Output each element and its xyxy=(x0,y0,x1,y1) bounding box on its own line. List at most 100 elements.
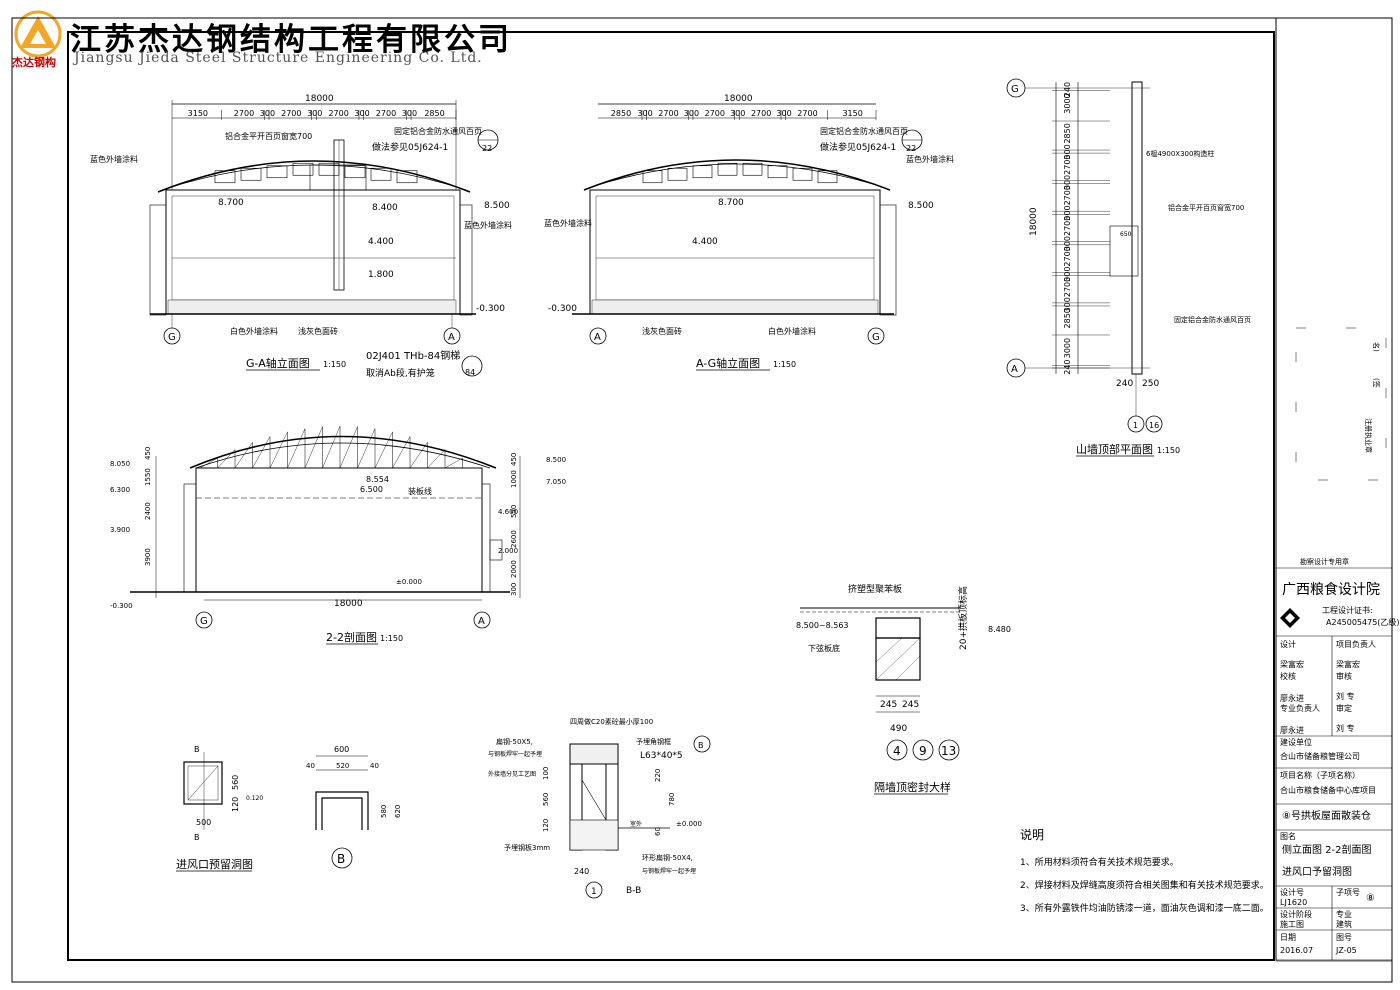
tb-no: JZ-05 xyxy=(1336,946,1357,955)
institute-logo-icon xyxy=(1280,608,1300,628)
section-dim-r-4: 2000 xyxy=(510,560,518,578)
seal-ref-2: 9 xyxy=(919,744,927,758)
section-dim-l-2: 2400 xyxy=(144,502,152,520)
tb-no-label: 图号 xyxy=(1336,933,1352,942)
bb-dl-1: 100 xyxy=(542,767,550,780)
section-axis-l: G xyxy=(200,616,208,627)
section-dim-r-5: 300 xyxy=(510,583,518,596)
elev2-axis-l: A xyxy=(594,332,601,343)
elev2-wall-blue: 蓝色外墙涂料 xyxy=(544,218,592,228)
bb-dr-1: 220 xyxy=(654,769,662,782)
gable-scale: 1:150 xyxy=(1157,446,1180,455)
section-dim-r-3: 2600 xyxy=(510,530,518,548)
elev2-ref-no: 22 xyxy=(906,144,916,153)
seal-dim-3: 490 xyxy=(890,724,907,734)
tb-r1a: 设计 xyxy=(1280,640,1296,649)
opening-title: 进风口预留洞图 xyxy=(176,858,253,871)
tb-spec: 建筑 xyxy=(1336,920,1352,929)
section-axis-r: A xyxy=(478,616,485,627)
detailb-d1: 40 xyxy=(306,762,315,770)
opening-b-top: B xyxy=(194,745,200,754)
elev1-level-6: -0.300 xyxy=(476,304,505,314)
section-dim-l-1: 1550 xyxy=(144,468,152,486)
gable-axis-b: A xyxy=(1011,364,1018,375)
gable-dim-15: 3000 xyxy=(1063,338,1072,358)
elev2-axis-r: G xyxy=(872,332,880,343)
tb-r2b: 梁富宏 xyxy=(1336,660,1360,669)
seal-bottom: 下弦板底 xyxy=(808,643,840,653)
elev2-level-3: 4.400 xyxy=(692,237,718,247)
seal-level-1: 8.500~8.563 xyxy=(796,621,849,630)
tb-cert-label: 工程设计证书: xyxy=(1322,606,1373,615)
elev1-wall-blue: 蓝色外墙涂料 xyxy=(90,154,138,164)
gable-total: 18000 xyxy=(1029,207,1039,236)
tb-name-2: 进风口予留洞图 xyxy=(1282,867,1352,878)
elev2-dim-8: 2700 xyxy=(797,109,817,118)
section-dim-r-2: 550 xyxy=(510,505,518,518)
company-name-cn: 江苏杰达钢结构工程有限公司 xyxy=(70,22,512,58)
opening-b-bot: B xyxy=(194,833,200,842)
opening-d-w: 500 xyxy=(196,818,211,827)
elev1-wall-blue2: 蓝色外墙涂料 xyxy=(464,220,512,230)
notes-item-2: 2、焊接材料及焊缝高度须符合相关图集和有关技术规范要求。 xyxy=(1020,881,1269,891)
section-title: 2-2剖面图 xyxy=(326,630,377,644)
section-level-r-3: 2.000 xyxy=(498,547,518,555)
section-level-r-1: 7.050 xyxy=(546,478,566,486)
gable-dim-6: 2700 xyxy=(1063,185,1072,205)
section-level-r-4: ±0.000 xyxy=(396,578,422,586)
tb-sub: ⑧号拱板屋面散装仓 xyxy=(1282,811,1371,822)
company-logo: 杰达钢构 xyxy=(8,8,68,69)
elev2-dim-7: 300 xyxy=(776,109,791,118)
bb-note-9: 与钢板焊牢一起予埋 xyxy=(642,867,696,875)
elev1-dim-9: 2850 xyxy=(424,109,444,118)
elev1-axis-l: G xyxy=(168,332,176,343)
gable-dim-11: 300 xyxy=(1063,267,1072,282)
elev1-ladder-note: 取消Ab段,有护笼 xyxy=(366,367,435,379)
elev2-level-4: -0.300 xyxy=(548,304,577,314)
opening-detail xyxy=(183,752,223,830)
elev2-dim-2: 2700 xyxy=(658,109,678,118)
tb-r5a: 专业负责人 xyxy=(1280,704,1320,713)
tb-r6a: 廖永进 xyxy=(1280,726,1304,735)
gable-ref-a: 1 xyxy=(1133,421,1138,430)
elev2-plinth: 浅灰色面砖 xyxy=(642,326,682,336)
elev2-total: 18000 xyxy=(724,94,753,104)
elev1-level-1: 8.700 xyxy=(218,198,244,208)
gable-dim-5: 300 xyxy=(1063,175,1072,190)
section-scale: 1:150 xyxy=(380,634,403,643)
tb-sub-no: ⑧ xyxy=(1366,893,1375,904)
gable-top-plan xyxy=(1006,78,1163,433)
tb-client-label: 建设单位 xyxy=(1280,738,1312,747)
elev1-ladder: 02J401 THb-84钢梯 xyxy=(366,349,460,362)
bb-note-2: 与钢板焊牢一起予埋 xyxy=(488,750,542,758)
elev1-level-5: 1.800 xyxy=(368,270,394,280)
detailb-h1: 580 xyxy=(380,805,388,818)
bb-title: B-B xyxy=(626,886,641,896)
elev1-dim-4: 300 xyxy=(307,109,322,118)
elev1-dim-8: 300 xyxy=(402,109,417,118)
bb-note-10: 室外 xyxy=(630,820,642,828)
elev2-dim-6: 2700 xyxy=(751,109,771,118)
elev1-dim-6: 300 xyxy=(354,109,369,118)
tb-r6b: 刘 专 xyxy=(1336,724,1355,733)
notes: 说明 1、所用材料须符合有关技术规范要求。 2、焊接材料及焊缝高度须符合相关图集… xyxy=(1020,826,1269,914)
opening-d-r: 0.120 xyxy=(246,795,263,802)
elev2-title: A-G轴立面图 xyxy=(696,356,760,370)
seal-dim-2: 245 xyxy=(902,700,919,710)
tb-name-label: 图名 xyxy=(1280,832,1296,841)
gable-note-3: 固定铝合金防水通风百页 xyxy=(1174,315,1251,324)
section-level-l-0: 8.050 xyxy=(110,460,130,468)
bb-note-5: L63*40*5 xyxy=(640,751,683,761)
elev2-dim-4: 2700 xyxy=(705,109,725,118)
gable-dim-7: 300 xyxy=(1063,205,1072,220)
detailb-total: 600 xyxy=(334,745,349,754)
bb-note-6: 外接墙分见工艺图 xyxy=(488,770,536,778)
logo-text: 杰达钢构 xyxy=(12,56,56,69)
tb-r5b: 审定 xyxy=(1336,704,1352,713)
section-level-l-1: 6.300 xyxy=(110,486,130,494)
elev1-ladder-ref: 84 xyxy=(465,368,475,377)
bb-dl-2: 560 xyxy=(542,793,550,806)
tb-stage-label: 设计阶段 xyxy=(1280,910,1312,919)
